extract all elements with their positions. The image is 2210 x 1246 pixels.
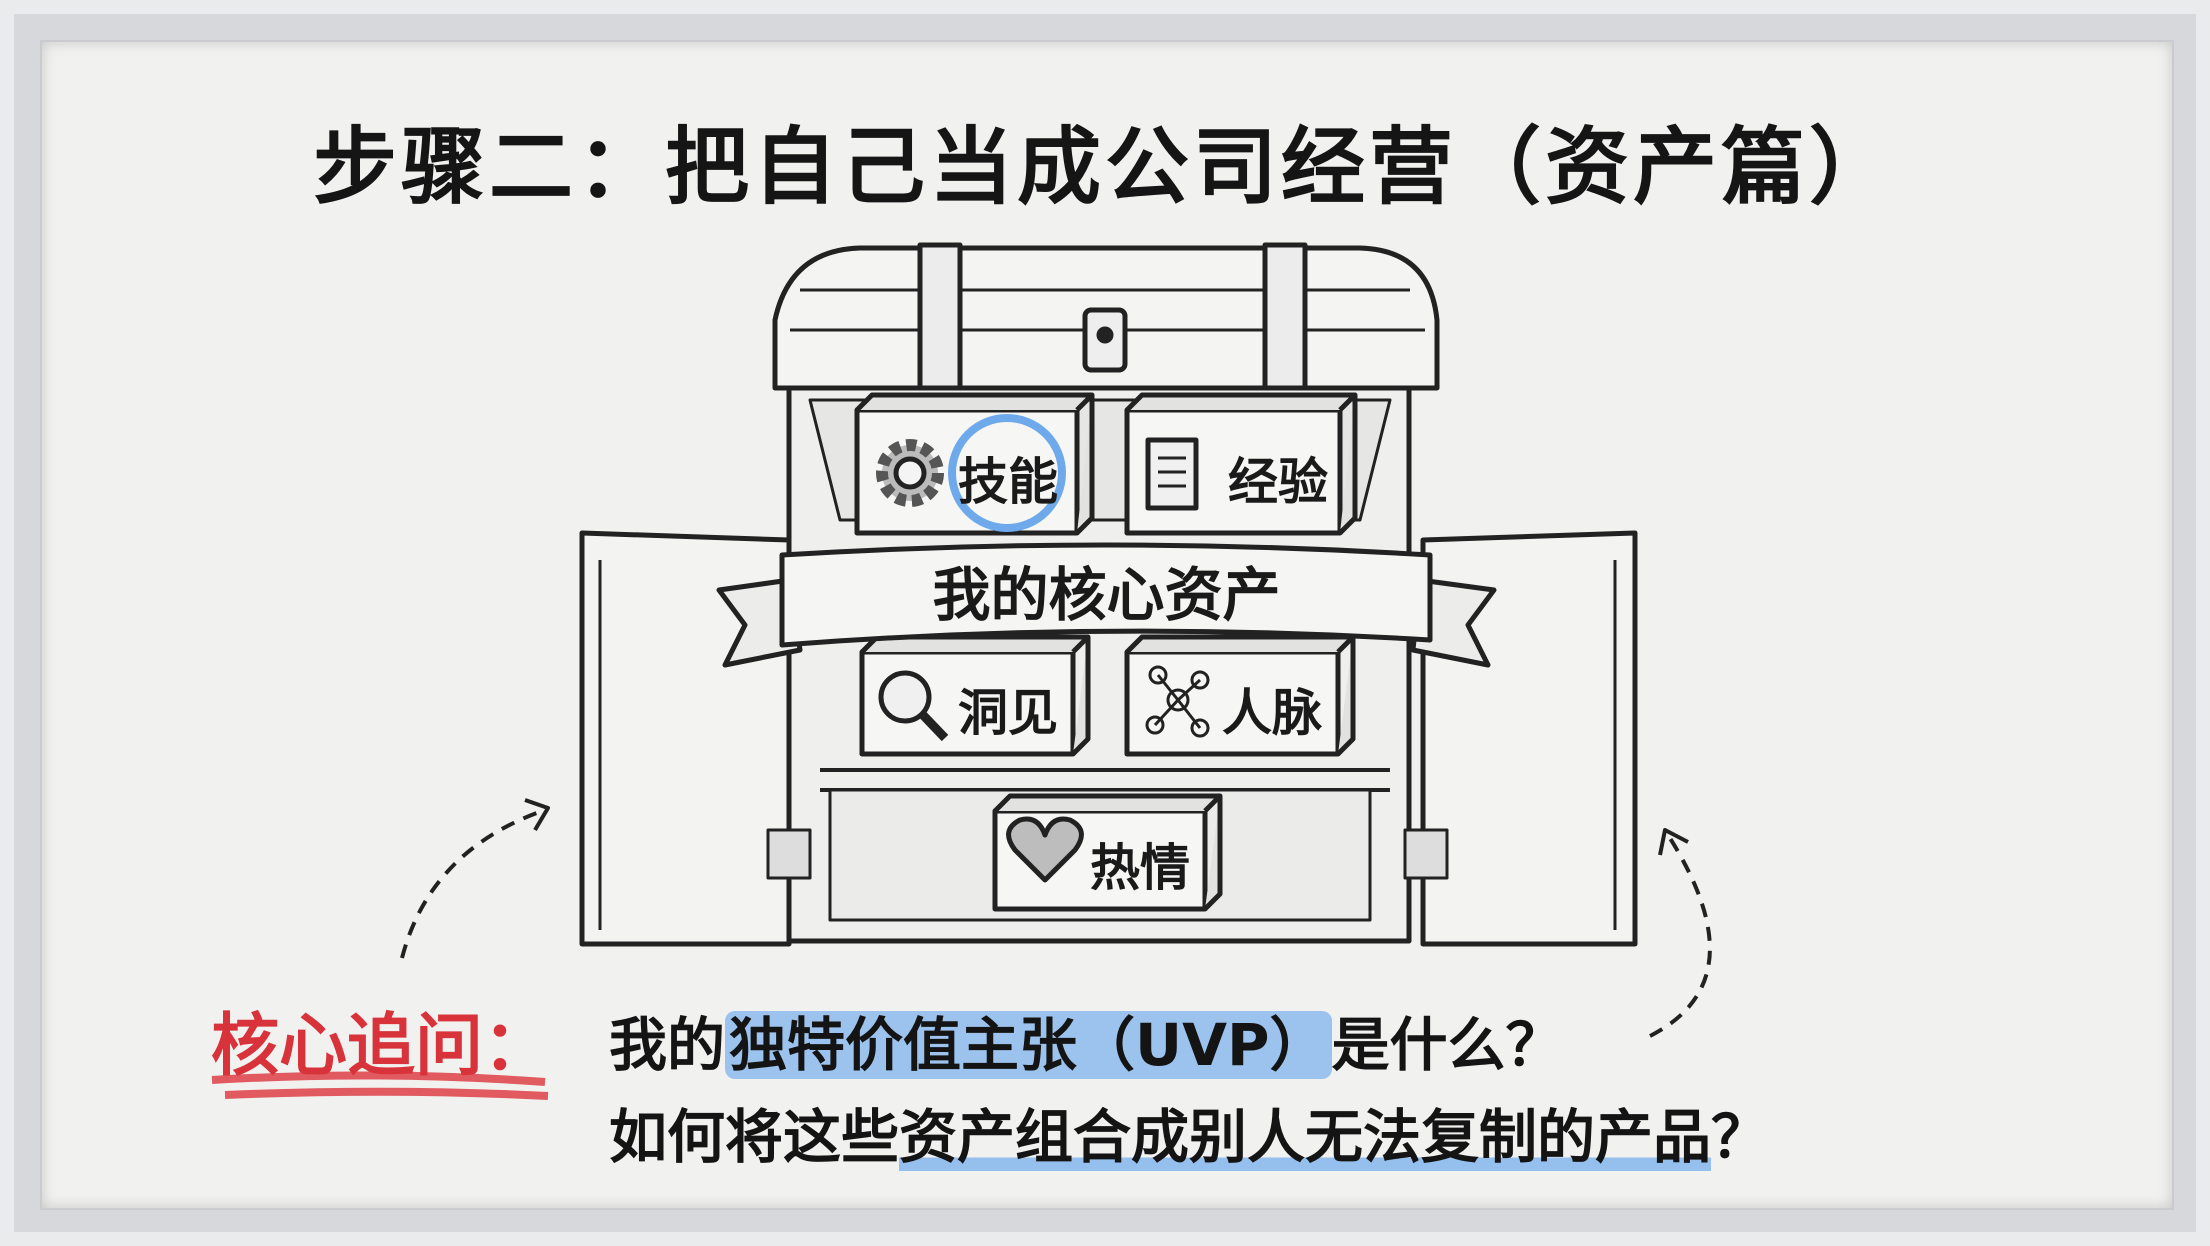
banner: [779, 542, 1433, 648]
box-label-skills: 技能: [958, 453, 1058, 511]
box-passion: [992, 793, 1223, 912]
line1-pre: 我的: [609, 1011, 726, 1079]
skill-highlight-circle: [948, 414, 1066, 532]
right-dashed-arrow: [1649, 833, 1712, 1038]
heading-underline: [211, 1071, 549, 1100]
left-dashed-arrow: [400, 808, 546, 959]
lid-strap-right: [1262, 242, 1308, 393]
question-line-2: 如何将这些资产组合成别人无法复制的产品？: [609, 1090, 1769, 1174]
page-title: 步骤二：把自己当成公司经营（资产篇）: [312, 118, 1897, 216]
gear-icon: [876, 439, 944, 507]
box-label-experience: 经验: [1228, 453, 1328, 511]
box-insight: [859, 634, 1091, 757]
lid-strap-left: [917, 242, 963, 393]
magnifier-icon: [878, 670, 949, 742]
line1-post: 是什么？: [1331, 1011, 1564, 1079]
asset-underline: 资产组合成别人无法复制的产品: [899, 1103, 1712, 1171]
network-icon: [1145, 665, 1210, 738]
question-line-1: 我的独特价值主张（UVP）是什么？: [609, 998, 1564, 1082]
line2-post: ？: [1711, 1103, 1770, 1171]
scroll-icon: [1145, 437, 1199, 511]
box-label-insight: 洞见: [958, 684, 1058, 742]
box-label-network: 人脉: [1222, 684, 1322, 742]
heart-icon: [1006, 816, 1084, 883]
box-label-passion: 热情: [1090, 839, 1190, 897]
banner-label: 我的核心资产: [932, 561, 1281, 629]
line2-pre: 如何将这些: [609, 1103, 900, 1171]
question-heading: 核心追问：: [211, 1007, 552, 1086]
uvp-highlight: 独特价值主张（UVP）: [725, 1011, 1332, 1079]
